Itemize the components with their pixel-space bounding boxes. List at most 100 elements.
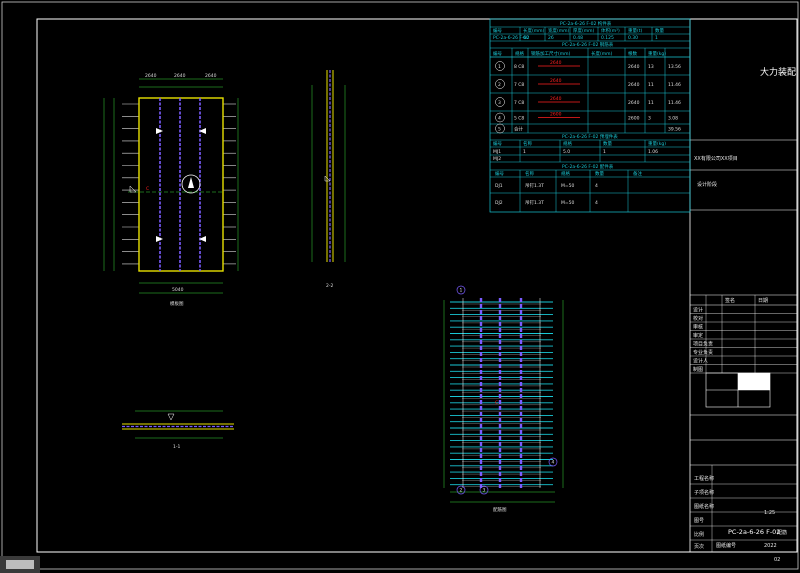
table2-row-marker: [495, 112, 505, 123]
title-vertical-text: 大力装配: [760, 66, 796, 78]
table2-red-dim: 2640: [550, 78, 562, 84]
table3-cell: MJ1: [493, 149, 501, 155]
table1-cell: PC-2a-6-26 F-02: [493, 35, 529, 41]
table3-cell: 1: [603, 149, 606, 155]
section-11-title: 1-1: [173, 444, 180, 450]
title-block-label: 工程名称: [694, 475, 714, 482]
rebar-callout-label: 1: [460, 288, 463, 294]
table4-title: PC-2a-6-26 F-02 配件表: [562, 163, 614, 170]
table2-mark: 5: [498, 127, 501, 133]
table1-header: 厚度(mm): [573, 27, 595, 34]
table2-spec: 5 C8: [514, 116, 524, 122]
plan-right-ticks: [223, 103, 236, 265]
table1-cell: 0.125: [601, 35, 614, 41]
table4-header: 编号: [495, 170, 504, 177]
lifting-marker-icon: [156, 128, 163, 134]
table2-count: 11: [648, 100, 654, 106]
table2-row-marker: [495, 97, 505, 107]
table3-cell: 5.0: [563, 149, 570, 155]
table2-weight: 11.46: [668, 82, 681, 88]
table2-mark: 4: [498, 116, 501, 122]
table4-cell: DJ1: [495, 183, 503, 189]
table3-header: 编号: [493, 140, 502, 147]
table1-header: 长度(mm): [523, 27, 545, 34]
svg-text:C: C: [146, 186, 149, 192]
inner-frame: [36, 18, 798, 553]
table4-cell: 吊钉1.3T: [525, 182, 544, 189]
table4-header: 名称: [525, 170, 534, 177]
table4-header: 规格: [561, 170, 570, 177]
rebar-callout-circle: [456, 285, 466, 295]
table4-header: 数量: [595, 170, 604, 177]
table3-header: 规格: [563, 140, 572, 147]
section-marker-icon: [129, 185, 137, 193]
table2-header: 钢筋加工尺寸(mm): [531, 50, 571, 57]
table2-title: PC-2a-6-26 F-02 钢筋表: [562, 41, 614, 48]
stamp-box: [705, 372, 771, 408]
table3-title: PC-2a-6-26 F-02 预埋件表: [562, 133, 618, 140]
signature-header: 签名: [725, 297, 735, 304]
table2-weight: 11.46: [668, 100, 681, 106]
table1-cell: 0.30: [628, 35, 638, 41]
table2-spec: 7 C8: [514, 82, 524, 88]
table3-header: 重量(kg): [648, 140, 666, 147]
table1-cell: 0.48: [573, 35, 583, 41]
signature-row-label: 审定: [693, 332, 703, 339]
plan-left-ticks: [122, 103, 139, 265]
table2-count: 3: [648, 116, 651, 122]
signature-row-label: 审核: [693, 324, 703, 331]
table2-header: 长度(mm): [591, 50, 613, 57]
table2-row-marker: [495, 79, 505, 89]
table1-cell: 1: [655, 35, 658, 41]
table4-header: 备注: [633, 170, 642, 177]
signature-row-label: 专业负责: [693, 349, 713, 356]
stamp-fill: [738, 373, 770, 390]
drawing-suffix: 配筋: [777, 529, 787, 536]
table2-header: 重量(kg): [648, 50, 666, 57]
drawing-scale: 1:25: [764, 510, 775, 516]
table1-header: 宽度(mm): [548, 27, 570, 34]
stage-label: 设计阶段: [697, 181, 717, 188]
project-note: XX有限公司XX项目: [694, 155, 738, 162]
table4-cell: M=50: [561, 200, 575, 206]
plan-view-title: 模板图: [170, 300, 184, 307]
table2-mark: 1: [498, 64, 501, 70]
section-1-1: 1-1: [122, 410, 234, 450]
table1-header: 数量: [655, 27, 664, 34]
signature-row-label: 制图: [693, 366, 703, 373]
table1-title: PC-2a-6-26 F-02 构件表: [560, 20, 612, 27]
schedule-tables: PC-2a-6-26 F-02 构件表编号长度(mm)宽度(mm)厚度(mm)体…: [489, 18, 691, 213]
table2-header: 规格: [515, 50, 524, 57]
table1-header: 重量(t): [628, 27, 643, 34]
title-block-label: 页次: [694, 543, 704, 550]
table2-red-dim: 2600: [550, 112, 562, 118]
table2-count: 13: [648, 64, 654, 70]
signature-row-label: 设计人: [693, 358, 708, 365]
rebar-callout-circle: [456, 485, 466, 495]
rebar-callout-label: 4: [552, 460, 555, 466]
signature-grid: 签名日期设计校对审核审定项目负责专业负责设计人制图: [690, 295, 797, 374]
title-block-label: 图纸名称: [694, 503, 714, 510]
table2-row-marker: [495, 123, 505, 134]
title-block: 大力装配 XX有限公司XX项目 设计阶段 签名日期设计校对审核审定项目负责专业负…: [689, 18, 798, 553]
table2-len: 2600: [628, 116, 640, 122]
table3-cell: MJ2: [493, 156, 501, 162]
sheet-total: 2022: [764, 543, 777, 549]
table4-cell: DJ2: [495, 200, 503, 206]
table4-cell: 4: [595, 183, 598, 189]
plan-dim-top-1: 2640: [145, 73, 157, 79]
bottom-left-label: 图纸编号: [716, 542, 736, 549]
plan-outline: [138, 97, 224, 272]
table2-spec: 7 C8: [514, 100, 524, 106]
table3-cell: 1: [523, 149, 526, 155]
table2-len: 2640: [628, 82, 640, 88]
table1-cell: 26: [548, 35, 554, 41]
table2-count: 11: [648, 82, 654, 88]
table3-header: 数量: [603, 140, 612, 147]
table1-cell: 60: [523, 35, 529, 41]
rebar-callout-circle: [479, 485, 489, 495]
table2-len: 2640: [628, 64, 640, 70]
